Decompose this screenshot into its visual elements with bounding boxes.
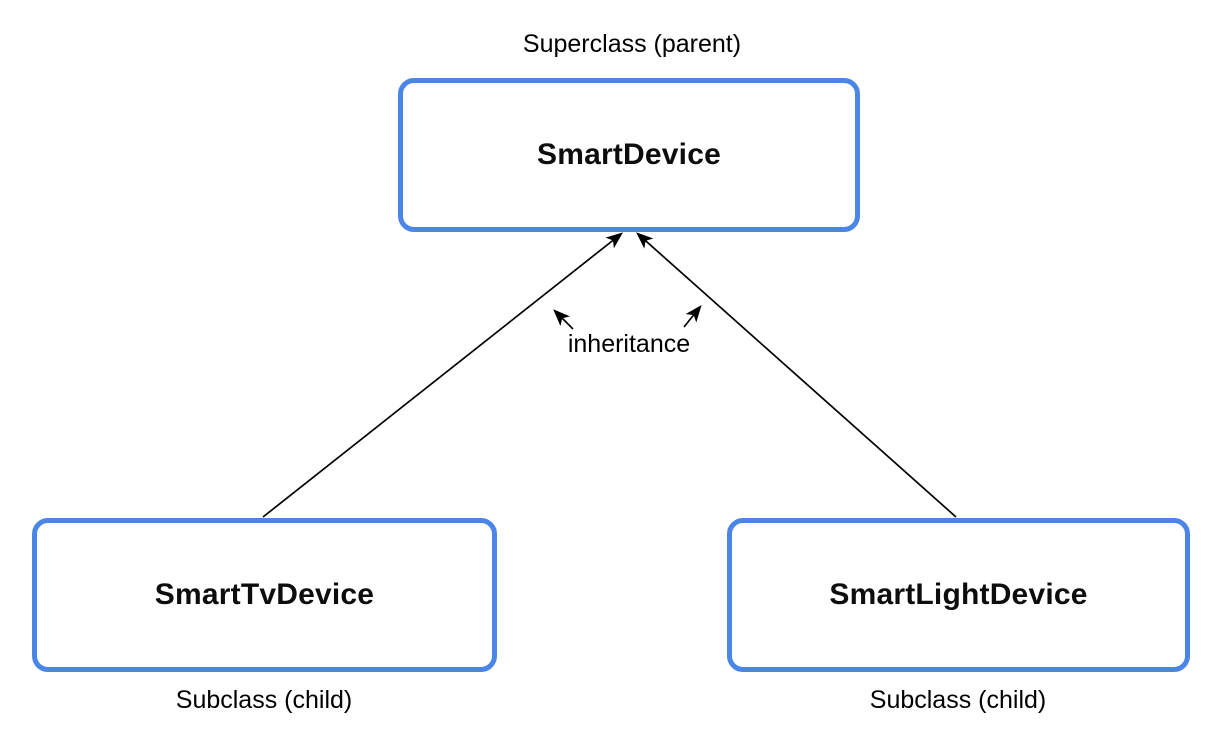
node-smartlightdevice: SmartLightDevice (727, 518, 1190, 672)
inheritance-arrow-right (636, 232, 957, 518)
inheritance-arrow-left (262, 232, 624, 518)
node-smarttvdevice: SmartTvDevice (32, 518, 497, 672)
subclass-caption-right: Subclass (child) (869, 686, 1047, 714)
label-pointer-left-icon (553, 309, 574, 330)
superclass-caption: Superclass (parent) (522, 30, 742, 58)
node-smartdevice: SmartDevice (398, 78, 860, 232)
node-smartlightdevice-label: SmartLightDevice (829, 578, 1088, 611)
node-smartdevice-label: SmartDevice (537, 138, 721, 171)
subclass-caption-left: Subclass (child) (175, 686, 353, 714)
label-pointer-right-icon (683, 305, 702, 328)
node-smarttvdevice-label: SmartTvDevice (154, 578, 375, 611)
edge-label: inheritance (567, 330, 691, 358)
